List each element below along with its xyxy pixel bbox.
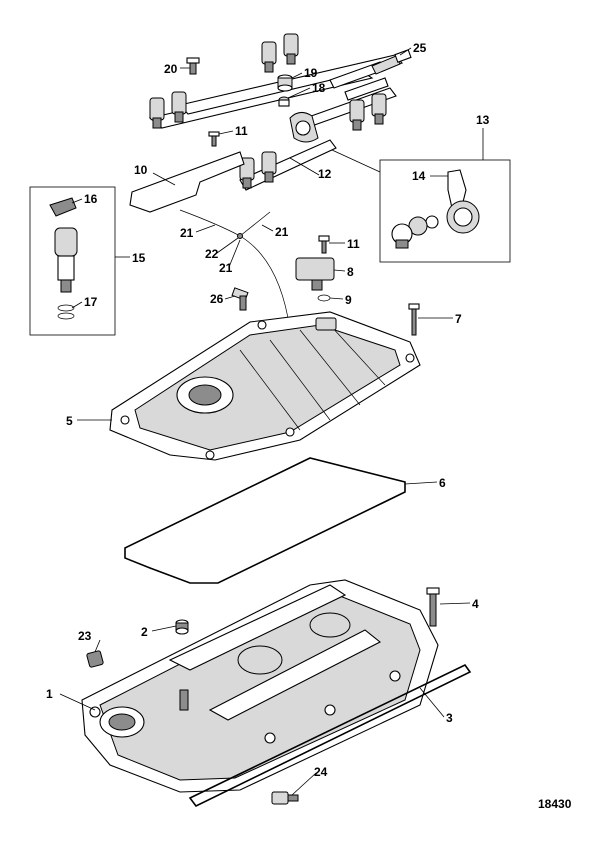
- seal-9: [317, 294, 331, 302]
- callout-11a: 11: [235, 124, 248, 138]
- callout-2: 2: [141, 625, 148, 639]
- callout-23: 23: [78, 629, 92, 643]
- cap-19: [277, 74, 293, 92]
- plug-2: [175, 619, 189, 635]
- callout-8: 8: [347, 265, 354, 279]
- upper-gasket: [124, 457, 406, 584]
- callout-11b: 11: [347, 237, 360, 251]
- fuel-rail: [148, 33, 412, 191]
- lower-gasket: [188, 663, 472, 808]
- callout-10: 10: [134, 163, 148, 177]
- screw-11b: [318, 235, 330, 254]
- callout-15: 15: [132, 251, 146, 265]
- harness-21: [179, 209, 291, 331]
- leader-lines: [59, 47, 484, 796]
- callout-17: 17: [84, 295, 98, 309]
- callout-5: 5: [66, 414, 73, 428]
- screw-11a: [208, 131, 220, 147]
- callout-16: 16: [84, 192, 98, 206]
- callout-18: 18: [312, 81, 326, 95]
- upper-intake-manifold: [109, 311, 421, 461]
- callout-20: 20: [164, 62, 178, 76]
- rail-bracket: [129, 151, 245, 213]
- regulator-kit-box: [379, 159, 511, 263]
- bolt-7: [408, 303, 420, 336]
- fitting-26: [231, 287, 249, 311]
- callout-12: 12: [318, 167, 332, 181]
- callout-9: 9: [345, 293, 352, 307]
- callout-19: 19: [304, 66, 318, 80]
- callout-4: 4: [472, 597, 479, 611]
- callout-labels: 1 2 3 4 5 6 7 8 9 10 11 11 12 13 14 15 1…: [46, 41, 490, 779]
- callout-21b: 21: [275, 225, 289, 239]
- callout-22: 22: [205, 247, 219, 261]
- callout-3: 3: [446, 711, 453, 725]
- callout-13: 13: [476, 113, 490, 127]
- callout-25: 25: [413, 41, 427, 55]
- injector-kit-box: [29, 186, 116, 336]
- callout-21a: 21: [180, 226, 194, 240]
- bolt-4: [426, 587, 440, 627]
- callout-14: 14: [412, 169, 426, 183]
- callout-24: 24: [314, 765, 328, 779]
- lower-intake-manifold: [81, 579, 439, 793]
- callout-26: 26: [210, 292, 224, 306]
- bolt-20: [186, 57, 200, 75]
- callout-7: 7: [455, 312, 462, 326]
- fitting-24: [271, 791, 299, 805]
- map-sensor: [295, 257, 335, 291]
- insert-23: [86, 650, 104, 668]
- figure-number: 18430: [538, 797, 572, 811]
- callout-21c: 21: [219, 261, 233, 275]
- callout-1: 1: [46, 687, 53, 701]
- rail-injector: [149, 33, 387, 189]
- valve-18: [278, 96, 290, 107]
- callout-6: 6: [439, 476, 446, 490]
